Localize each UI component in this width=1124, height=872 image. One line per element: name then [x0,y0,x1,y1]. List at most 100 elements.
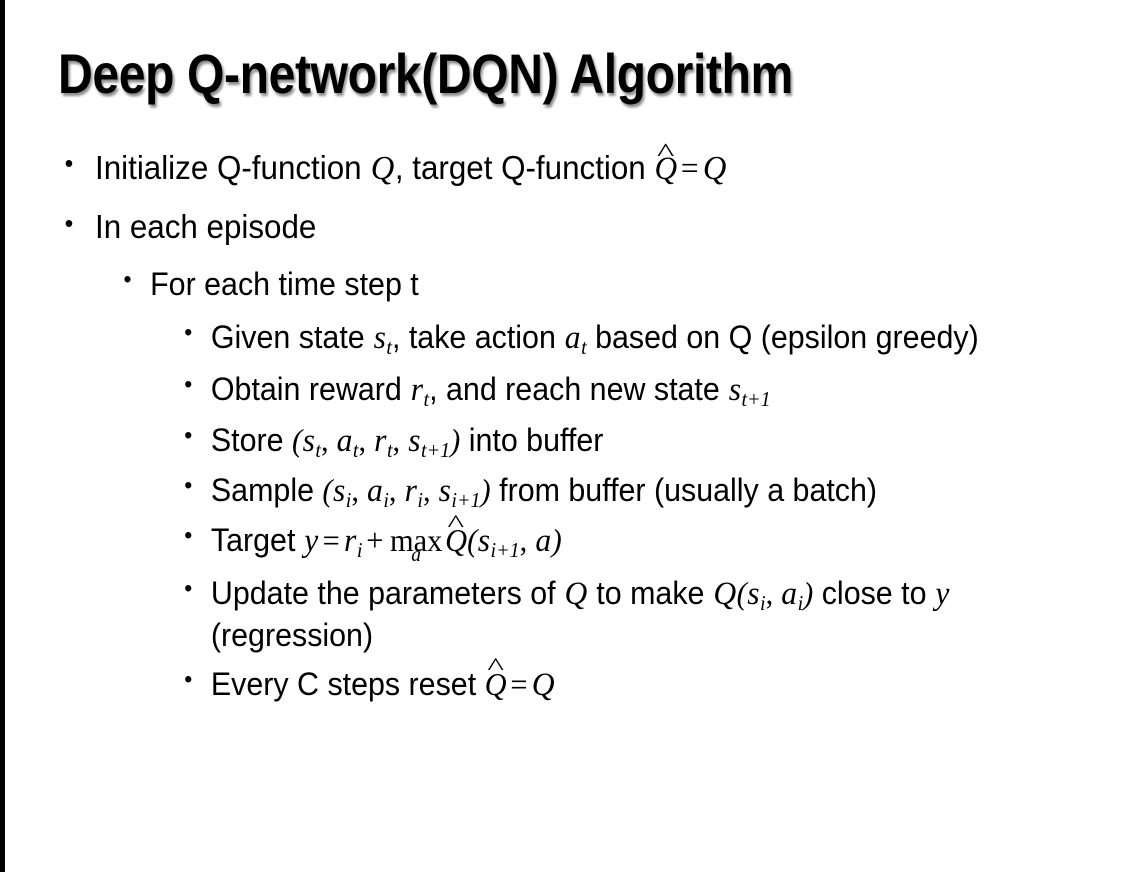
math-subscript-t-plus-1: t+1 [741,386,771,411]
math-operator-equals: = [322,522,340,559]
algorithm-steps-list: • Initialize Q-function Q, target Q-func… [0,139,1124,713]
math-subscript-i: i [345,487,352,512]
math-subscript-t: t [386,437,393,462]
math-var-y: y [304,522,319,560]
math-var-s-next: s [438,471,451,509]
math-paren-open: ( [292,421,303,458]
text-run: (regression) [210,617,374,654]
bullet-glyph: • [184,318,193,346]
math-var-s: s [728,371,742,409]
math-paren-open: ( [736,574,747,611]
list-item-initialize: • Initialize Q-function Q, target Q-func… [0,139,1068,189]
list-item-text: Initialize Q-function Q, target Q-functi… [95,139,1068,189]
math-paren-close: ) [551,522,562,559]
bullet-glyph: • [184,371,193,399]
text-run: based on Q (epsilon greedy) [586,318,979,355]
text-run: to make [587,574,713,611]
math-paren-close: ) [803,574,814,611]
math-var-a: a [564,318,581,356]
page-title: Deep Q-network(DQN) Algorithm [58,42,793,105]
bullet-glyph: • [184,471,193,499]
math-var-q-hat: ^Q [445,511,468,560]
bullet-glyph: • [184,421,193,449]
math-var-a: a [781,574,798,612]
bullet-glyph: • [123,265,132,293]
math-subscript-t: t [423,386,430,411]
math-subscript-t: t [352,437,359,462]
math-paren-close: ) [480,471,491,508]
math-sep: , [519,522,535,559]
list-item-reset-target-network: • Every C steps reset ^Q=Q [0,654,1068,705]
math-subscript-i: i [383,487,389,512]
text-run: , take action [391,318,565,355]
math-paren-open: ( [322,471,333,508]
list-item-each-episode: • In each episode [0,208,1068,247]
math-subscript-i: i [760,590,766,615]
math-subscript-i-plus-1: i+1 [451,487,481,512]
math-var-q: Q [564,574,588,612]
circumflex-accent: ^ [657,136,675,167]
math-var-q-hat: ^Q [484,654,507,704]
math-subscript-i-plus-1: i+1 [490,538,520,563]
math-sep: , [320,421,337,458]
text-run: Initialize Q-function [95,149,371,186]
slide-left-edge-bar [0,0,5,872]
list-item-text: Update the parameters of Q to make Q(si,… [211,574,1068,655]
math-var-r: r [404,471,417,509]
math-var-s: s [747,574,760,612]
text-run: Store [210,421,293,458]
math-var-r: r [374,421,387,459]
math-var-r: r [344,522,357,560]
text-run: Obtain reward [210,371,411,408]
text-run: , target Q-function [394,149,655,186]
list-item-update-parameters: • Update the parameters of Q to make Q(s… [0,574,1068,655]
text-run: Given state [210,318,374,355]
list-item-text: Store (st, at, rt, st+1) into buffer [211,421,1068,463]
math-var-base: Q [654,151,678,187]
math-var-q2: Q [713,574,737,612]
text-run: Target [210,522,304,559]
math-sep: , [392,421,408,458]
math-var-r: r [410,371,424,409]
math-var-q2: Q [702,149,727,187]
list-item-store-transition: • Store (st, at, rt, st+1) into buffer [0,421,1068,463]
math-var-a: a [535,522,552,560]
list-item-obtain-reward: • Obtain reward rt, and reach new state … [0,370,1068,412]
math-paren-open: ( [467,522,478,559]
text-run: Every C steps reset [210,666,485,703]
text-run: close to [813,574,935,611]
math-op-limit-a: a [411,544,422,567]
text-run: Update the parameters of [210,574,565,611]
list-item-each-time-step: • For each time step t [0,266,1068,304]
math-subscript-t: t [315,437,321,462]
math-operator-equals: = [510,666,528,703]
math-subscript-t: t [386,334,392,359]
text-run: Sample [210,471,323,508]
list-item-text: In each episode [95,207,317,245]
math-var-s-next: s [408,421,421,459]
math-var-a: a [367,471,383,509]
bullet-glyph: • [64,207,74,238]
math-sep: , [765,574,781,611]
list-item-text: Every C steps reset ^Q=Q [210,654,1068,705]
math-var-s: s [477,522,491,560]
math-var-y: y [935,574,950,612]
list-item-text: Given state st, take action at based on … [211,318,1068,360]
math-subscript-t: t [581,334,587,359]
math-var-base: Q [484,666,507,703]
circumflex-accent: ^ [447,508,465,538]
math-var-a: a [336,421,353,459]
math-var-base: Q [445,522,468,559]
math-sep: , [388,471,405,508]
text-run: , and reach new state [429,371,729,408]
math-sep: , [351,471,367,508]
math-subscript-i: i [356,538,363,563]
text-run: into buffer [460,421,604,458]
math-op-max: max [389,522,443,559]
list-item-text: Obtain reward rt, and reach new state st… [211,370,1068,412]
bullet-glyph: • [184,574,193,602]
math-operator-plus: + [366,522,384,559]
math-sep: , [358,421,374,458]
math-sep: , [422,471,439,508]
